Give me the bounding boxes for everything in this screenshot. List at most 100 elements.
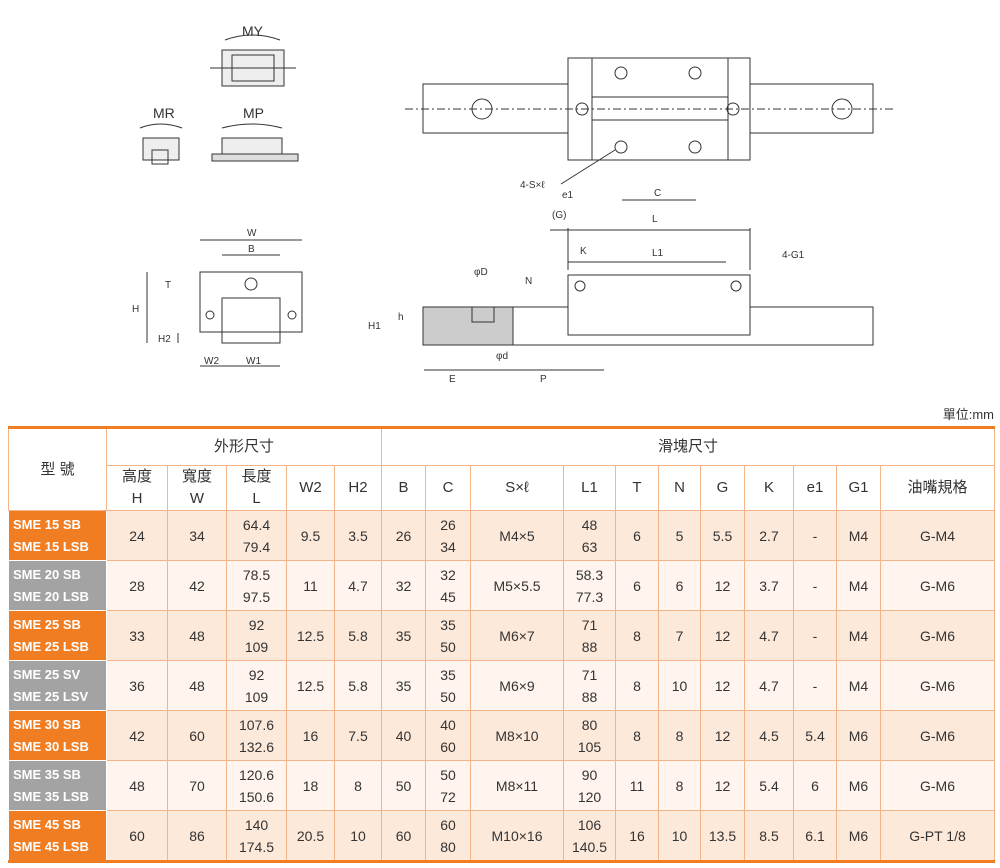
moment-my-icon: MY	[210, 23, 296, 87]
cell-W: 34	[167, 510, 227, 561]
svg-text:e1: e1	[562, 190, 574, 201]
cell-H: 60	[106, 810, 168, 862]
cell-W: 48	[167, 660, 227, 711]
cell-H2: 10	[334, 810, 382, 862]
svg-text:W: W	[247, 228, 257, 239]
cell-G: 5.5	[700, 510, 745, 561]
svg-text:(G): (G)	[552, 210, 566, 221]
svg-text:W2: W2	[204, 356, 219, 367]
cell-G1: M4	[836, 660, 881, 711]
cell-W2: 18	[286, 760, 335, 811]
cell-S: M6×7	[470, 610, 564, 661]
cell-G: 12	[700, 560, 745, 611]
cell-W2: 12.5	[286, 660, 335, 711]
cell-H2: 3.5	[334, 510, 382, 561]
cell-N: 8	[658, 710, 701, 761]
header-C: C	[425, 465, 471, 511]
cell-G: 12	[700, 660, 745, 711]
cell-e1: -	[793, 660, 837, 711]
cell-oil: G-M6	[880, 610, 995, 661]
svg-text:P: P	[540, 374, 547, 385]
moment-mr-icon: MR	[139, 105, 183, 165]
svg-text:h: h	[398, 312, 404, 323]
cell-G: 12	[700, 760, 745, 811]
cell-S: M8×11	[470, 760, 564, 811]
cell-S: M8×10	[470, 710, 564, 761]
cell-e1: -	[793, 510, 837, 561]
cell-N: 7	[658, 610, 701, 661]
cell-T: 16	[615, 810, 659, 862]
header-K: K	[744, 465, 794, 511]
cell-oil: G-M6	[880, 660, 995, 711]
cell-B: 26	[381, 510, 426, 561]
header-T: T	[615, 465, 659, 511]
header-Sxl: S×ℓ	[470, 465, 564, 511]
cell-W: 48	[167, 610, 227, 661]
cell-W2: 16	[286, 710, 335, 761]
svg-text:4-S×ℓ: 4-S×ℓ	[520, 180, 545, 191]
cell-B: 50	[381, 760, 426, 811]
svg-text:C: C	[654, 188, 661, 199]
cell-oil: G-PT 1/8	[880, 810, 995, 862]
svg-text:B: B	[248, 244, 255, 255]
header-grease-nipple: 油嘴規格	[880, 465, 995, 511]
cell-H2: 5.8	[334, 610, 382, 661]
cell-W2: 12.5	[286, 610, 335, 661]
cell-e1: 6.1	[793, 810, 837, 862]
cell-N: 10	[658, 810, 701, 862]
cell-W: 86	[167, 810, 227, 862]
cell-B: 60	[381, 810, 426, 862]
header-block-dimensions: 滑塊尺寸	[381, 427, 995, 466]
svg-text:T: T	[165, 280, 171, 291]
cell-H: 24	[106, 510, 168, 561]
cell-N: 6	[658, 560, 701, 611]
cell-G1: M6	[836, 710, 881, 761]
cell-oil: G-M4	[880, 510, 995, 561]
cell-H2: 8	[334, 760, 382, 811]
cell-T: 8	[615, 710, 659, 761]
cell-S: M4×5	[470, 510, 564, 561]
svg-text:L1: L1	[652, 248, 664, 259]
cell-G: 12	[700, 710, 745, 761]
cell-W2: 11	[286, 560, 335, 611]
header-e1: e1	[793, 465, 837, 511]
cell-B: 32	[381, 560, 426, 611]
svg-text:MP: MP	[243, 105, 264, 121]
svg-text:W1: W1	[246, 356, 261, 367]
header-G: G	[700, 465, 745, 511]
svg-text:E: E	[449, 374, 456, 385]
svg-text:L: L	[652, 214, 658, 225]
cell-W2: 9.5	[286, 510, 335, 561]
cell-K: 8.5	[744, 810, 794, 862]
cell-K: 4.5	[744, 710, 794, 761]
header-W2: W2	[286, 465, 335, 511]
top-view: 4-S×ℓ e1 C	[405, 57, 895, 201]
cell-S: M6×9	[470, 660, 564, 711]
